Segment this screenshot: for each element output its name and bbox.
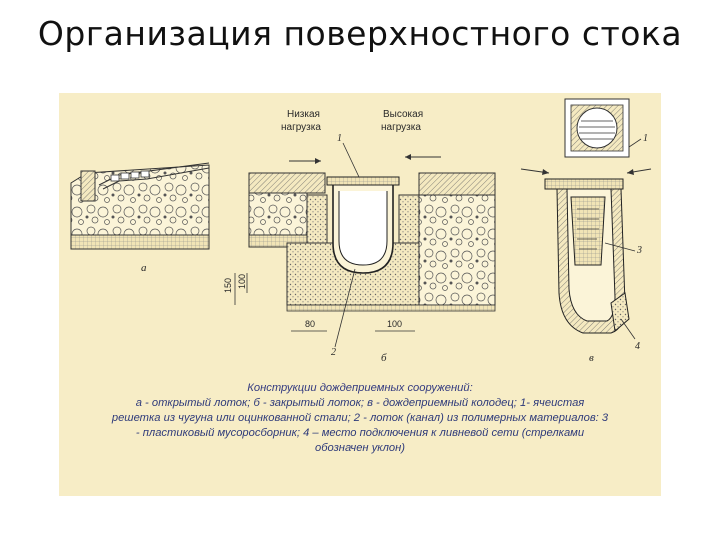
dim-80: 80 bbox=[305, 319, 315, 329]
dim-100-vertical: 100 bbox=[237, 274, 247, 289]
caption-line-3: - пластиковый мусоросборник; 4 – место п… bbox=[135, 427, 585, 439]
label-high-load-2: нагрузка bbox=[381, 122, 421, 133]
dim-100-horizontal: 100 bbox=[387, 319, 402, 329]
drainage-figure: а Низкая нагрузка Высокая нагрузка bbox=[59, 93, 661, 496]
drainage-diagram: а Низкая нагрузка Высокая нагрузка bbox=[70, 98, 652, 364]
label-1-v: 1 bbox=[643, 133, 648, 144]
label-low-load-2: нагрузка bbox=[281, 122, 321, 133]
label-a: а bbox=[141, 262, 147, 274]
label-high-load-1: Высокая bbox=[383, 109, 423, 120]
label-2: 2 bbox=[331, 347, 336, 358]
section-v-gully: 1 3 bbox=[520, 98, 652, 364]
label-b: б bbox=[381, 352, 387, 364]
label-3: 3 bbox=[636, 245, 642, 256]
section-b-closed-tray: Низкая нагрузка Высокая нагрузка bbox=[223, 109, 496, 364]
caption-line-4: обозначен уклон) bbox=[314, 442, 405, 454]
label-v: в bbox=[589, 352, 594, 364]
label-4: 4 bbox=[635, 341, 640, 352]
figure-caption: Конструкции дождеприемных сооружений: а … bbox=[59, 381, 661, 456]
label-1-b: 1 bbox=[337, 133, 342, 144]
label-low-load-1: Низкая bbox=[287, 109, 320, 120]
caption-line-2: решетка из чугуна или оцинкованной стали… bbox=[111, 412, 609, 424]
caption-line-1: а - открытый лоток; б - закрытый лоток; … bbox=[135, 397, 585, 409]
section-a-open-tray: а bbox=[70, 162, 210, 274]
dim-150: 150 bbox=[223, 278, 233, 293]
caption-title: Конструкции дождеприемных сооружений: bbox=[247, 382, 473, 394]
slide-title: Организация поверхностного стока bbox=[37, 14, 683, 53]
